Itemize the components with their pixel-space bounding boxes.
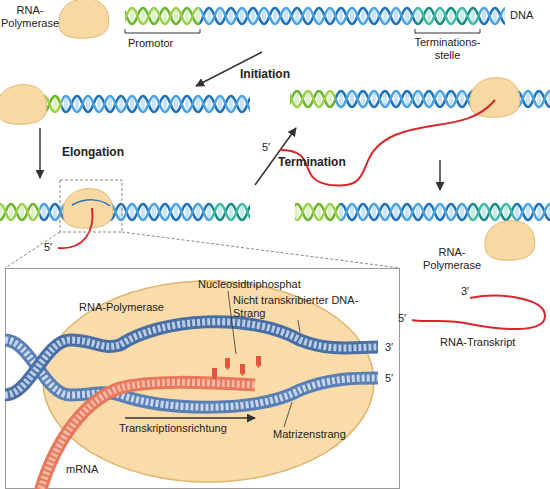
dna-helix (125, 5, 505, 27)
callout-label: Matrizenstrang (273, 428, 346, 441)
strand-end-label: 5′ (398, 312, 406, 325)
dna-segment (480, 5, 505, 27)
dna-helix (0, 93, 250, 115)
direction-label: Transkriptionsrichtung (119, 422, 227, 435)
rna-polymerase-blob (59, 0, 109, 38)
dna-segment (40, 201, 210, 223)
terminator-segment (470, 201, 515, 223)
rna-polymerase-shape: RNA-Polymerase (41, 279, 376, 484)
molecule-label: RNA-Transkript (440, 336, 515, 349)
dna-helix (0, 201, 250, 223)
promoter-segment (290, 88, 335, 110)
promoter-segment (0, 93, 62, 115)
strand-end-label: 3′ (461, 285, 469, 298)
rna-polymerase-blob (470, 78, 520, 118)
enzyme-label: RNA-Polymerase (79, 301, 164, 314)
promoter-segment (0, 201, 40, 223)
enzyme-label: RNA- Polymerase (0, 4, 60, 29)
promoter-segment (125, 5, 200, 27)
strand-end-label: 3′ (385, 341, 393, 354)
rna-strand (280, 100, 495, 185)
region-label: Promotor (128, 37, 173, 50)
step-arrow (439, 160, 441, 190)
dna-helix (295, 201, 550, 223)
terminator-segment (210, 201, 250, 223)
step-arrow (39, 128, 41, 178)
strand-end-label: 5′ (262, 141, 270, 154)
rna-strand (58, 208, 93, 248)
rna-polymerase-blob (485, 221, 535, 261)
rna-polymerase-blob (0, 85, 47, 125)
polymerase-body (43, 281, 374, 482)
zoom-box (60, 180, 122, 232)
inset-frame: NucleosidtriphosphatNicht transkribierte… (5, 268, 400, 489)
strand-end-label: 5′ (44, 241, 52, 254)
enzyme-label: RNA- Polymerase (420, 246, 484, 271)
dna-segment (62, 93, 250, 115)
zoom-line (5, 232, 60, 268)
dna-segment (520, 88, 550, 110)
dna-segment (515, 201, 550, 223)
rna-polymerase-blob (63, 189, 113, 229)
zoom-line (122, 232, 400, 268)
dna-segment (340, 201, 470, 223)
dna-segment (335, 88, 470, 110)
promoter-bracket (125, 29, 200, 33)
terminator-segment (415, 5, 480, 27)
dna-helix (290, 88, 550, 110)
terminator-segment (470, 88, 520, 110)
rna-transcript (412, 296, 545, 329)
step-label: Termination (278, 156, 346, 170)
region-label: Terminations- stelle (405, 36, 490, 61)
callout-label: mRNA (66, 463, 98, 476)
molecule-label: DNA (510, 9, 533, 22)
strand-end-label: 5′ (385, 372, 393, 385)
dna-bubble (72, 200, 110, 206)
dna-segment (200, 5, 415, 27)
callout-label: Nucleosidtriphosphat (198, 278, 301, 291)
step-label: Elongation (62, 146, 124, 160)
step-label: Initiation (240, 68, 290, 82)
callout-label: Nicht transkribierter DNA-Strang (233, 294, 363, 319)
terminator-bracket (415, 29, 480, 33)
promoter-segment (295, 201, 340, 223)
